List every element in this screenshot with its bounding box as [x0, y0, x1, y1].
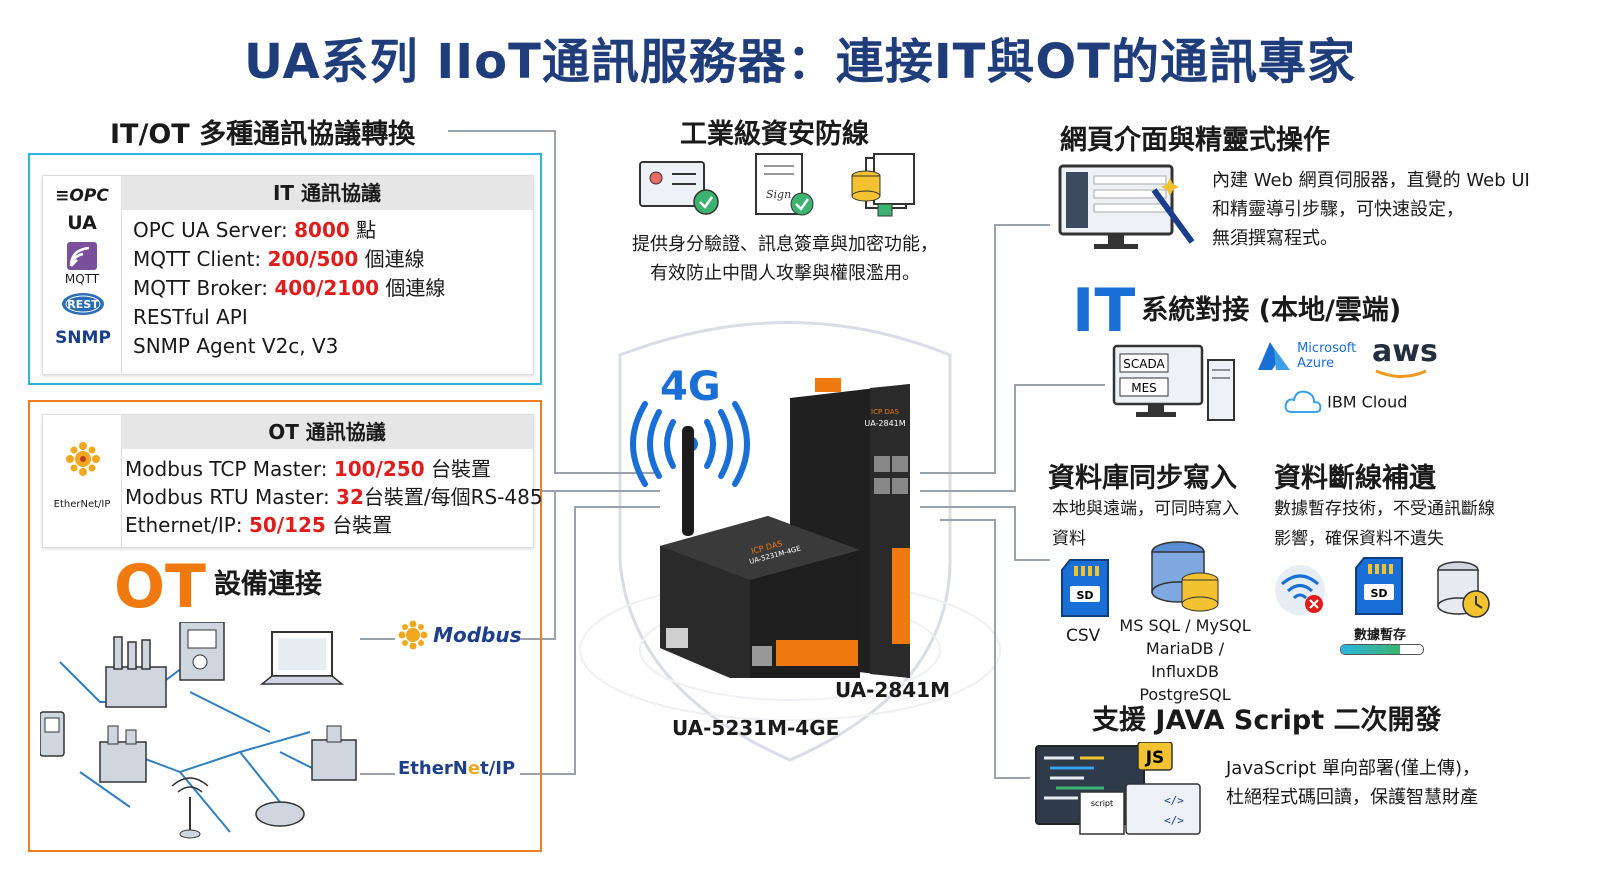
web-section-title: 網頁介面與精靈式操作	[1060, 125, 1330, 156]
backfill-description: 數據暫存技術，不受通訊斷線 影響，確保資料不遺失	[1274, 499, 1495, 549]
ethernetip-logo: EtherNet/IP	[398, 758, 516, 779]
ibm-cloud-logo: IBM Cloud	[1284, 388, 1407, 416]
id-card-icon	[639, 161, 719, 215]
wifi-disconnected-icon	[1275, 565, 1325, 615]
ot-logo-column: EtherNet/IP	[43, 415, 122, 547]
svg-text:Sign: Sign	[766, 188, 791, 201]
security-section-title: 工業級資安防線	[680, 119, 869, 150]
scada-mes-monitor-icon: SCADA MES	[1112, 344, 1235, 421]
backfill-section-title: 資料斷線補遺	[1274, 463, 1436, 494]
ot-protocol-card: EtherNet/IP OT 通訊協議 Modbus TCP Master: 1…	[42, 414, 543, 548]
device-illustration: UA-2841M ICP DAS ICP DAS UA-5231M-4GE	[660, 378, 910, 678]
svg-text:script: script	[1091, 799, 1113, 808]
security-description: 提供身分驗證、訊息簽章與加密功能， 有效防止中間人攻擊與權限濫用。	[632, 234, 938, 284]
round-sensor-icon	[255, 801, 305, 827]
svg-text:MES: MES	[1131, 381, 1157, 395]
protocol-line: Modbus RTU Master: 32台裝置/每個RS-485	[125, 485, 543, 509]
svg-text:SCADA: SCADA	[1123, 357, 1165, 371]
antenna-rod	[682, 426, 694, 536]
svg-text:REST: REST	[67, 298, 99, 311]
db-clock-icon	[1437, 561, 1490, 618]
protocol-line: OPC UA Server: 8000 點	[133, 218, 377, 242]
shield-outline	[618, 321, 952, 762]
javascript-code-icon: JS script </> </>	[1035, 742, 1201, 835]
opc-logo: ≡OPC	[55, 186, 109, 206]
ua-5231m-device: ICP DAS UA-5231M-4GE	[660, 516, 860, 678]
antenna-icon	[171, 777, 209, 839]
web-ui-monitor-icon	[1058, 164, 1195, 249]
ua-logo: UA	[67, 212, 97, 234]
ot-protocol-list: Modbus TCP Master: 100/250 台裝置 Modbus RT…	[125, 455, 543, 539]
protocol-line: SNMP Agent V2c, V3	[133, 334, 339, 358]
mqtt-icon	[67, 242, 97, 270]
db-section-title: 資料庫同步寫入	[1048, 463, 1237, 494]
svg-text:</>: </>	[1164, 814, 1184, 827]
it-ot-section-title: IT/OT 多種通訊協議轉換	[110, 119, 416, 150]
svg-text:ICP DAS: ICP DAS	[871, 408, 899, 416]
svg-text:UA-2841M: UA-2841M	[864, 419, 905, 428]
encrypted-database-icon	[851, 153, 915, 217]
page-title: UA系列 IIoT通訊服務器：連接IT與OT的通訊專家	[244, 34, 1356, 90]
temp-storage-label: 數據暫存	[1354, 628, 1407, 643]
temp-storage-progress	[1340, 644, 1424, 655]
js-section-title: 支援 JAVA Script 二次開發	[1092, 705, 1442, 736]
security-icons: Sign	[639, 153, 915, 217]
sensor-box-icon	[311, 725, 357, 781]
js-description: JavaScript 單向部署(僅上傳)， 杜絕程式碼回讀，保護智慧財產	[1226, 758, 1480, 808]
snmp-logo: SNMP	[55, 328, 111, 348]
it-panel-header: IT 通訊協議	[121, 176, 533, 210]
tank-icon	[99, 725, 147, 783]
db-types: MS SQL / MySQL MariaDB / InfluxDB Postgr…	[1119, 616, 1251, 704]
db-description: 本地與遠端，可同時寫入 資料	[1052, 499, 1239, 549]
aws-logo: aws	[1372, 334, 1438, 369]
it-protocol-panel: ≡OPC UA MQTT REST SNMP IT 通訊協議 OPC UA Se…	[28, 153, 542, 385]
it-protocol-list: OPC UA Server: 8000 點 MQTT Client: 200/5…	[133, 216, 445, 361]
web-description: 內建 Web 網頁伺服器，直覺的 Web UI 和精靈導引步驟，可快速設定， 無…	[1212, 170, 1530, 249]
it-protocol-card: ≡OPC UA MQTT REST SNMP IT 通訊協議 OPC UA Se…	[42, 175, 534, 375]
ot-protocol-panel: EtherNet/IP OT 通訊協議 Modbus TCP Master: 1…	[28, 400, 543, 852]
access-panel-icon	[179, 622, 225, 681]
handheld-device-icon	[40, 711, 65, 757]
aws-smile-icon	[1375, 369, 1427, 378]
it-logo-column: ≡OPC UA MQTT REST SNMP	[43, 176, 122, 374]
svg-text:</>: </>	[1164, 794, 1184, 807]
ethernetip-small-logo: EtherNet/IP	[53, 499, 111, 510]
svg-text:SD: SD	[1076, 589, 1093, 602]
protocol-line: MQTT Broker: 400/2100 個連線	[133, 276, 446, 300]
protocol-line: RESTful API	[133, 305, 248, 329]
rest-logo: REST	[61, 292, 105, 316]
svg-text:SD: SD	[1370, 587, 1387, 600]
sd-card-icon: SD	[1061, 559, 1109, 617]
protocol-line: Ethernet/IP: 50/125 台裝置	[125, 513, 393, 537]
laptop-icon	[259, 631, 345, 685]
csv-label: CSV	[1066, 626, 1101, 646]
modbus-logo: Modbus	[398, 620, 522, 650]
database-icon	[1151, 541, 1219, 612]
ua-5231m-label: UA-5231M-4GE	[672, 716, 840, 740]
protocol-line: MQTT Client: 200/500 個連線	[133, 247, 425, 271]
ot-panel-header: OT 通訊協議	[121, 415, 533, 449]
mqtt-logo: MQTT	[64, 272, 100, 286]
modbus-gear-icon	[66, 442, 100, 476]
backfill-sd-card-icon: SD	[1355, 557, 1403, 615]
ot-devices-illustration	[40, 622, 357, 839]
fourg-label: 4G	[660, 364, 721, 410]
ua-2841m-label: UA-2841M	[835, 678, 950, 702]
svg-text:JS: JS	[1145, 748, 1165, 768]
protocol-line: Modbus TCP Master: 100/250 台裝置	[125, 457, 491, 481]
signature-document-icon: Sign	[755, 153, 814, 216]
factory-icon	[105, 636, 167, 708]
